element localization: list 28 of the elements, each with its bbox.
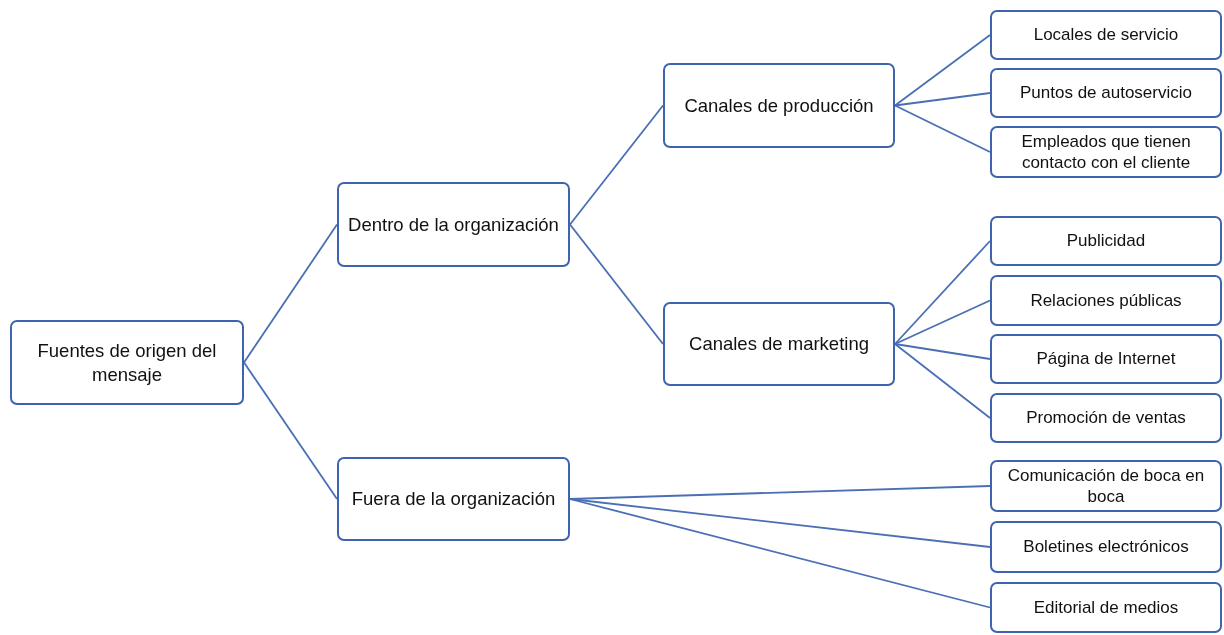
node-label: Fuentes de origen del mensaje	[36, 339, 218, 386]
connector-line	[243, 223, 338, 364]
connector-line	[894, 92, 991, 107]
connector-line	[569, 104, 664, 226]
connector-line	[894, 240, 991, 345]
node-label: Página de Internet	[1036, 348, 1176, 370]
node-label: Promoción de ventas	[1026, 407, 1186, 429]
connector-line	[894, 343, 991, 419]
connector-line	[569, 223, 664, 345]
connector-line	[894, 104, 991, 153]
node-label: Fuera de la organización	[351, 487, 556, 511]
node-label: Canales de marketing	[689, 332, 869, 356]
node-label: Editorial de medios	[1033, 596, 1179, 619]
node-label: Puntos de autoservicio	[1020, 82, 1192, 104]
node-label: Publicidad	[1066, 230, 1146, 252]
connector-line	[894, 34, 991, 107]
connector-line	[243, 361, 338, 500]
connector-line	[894, 299, 991, 345]
node-label: Comunicación de boca en boca	[1006, 464, 1206, 508]
node-label: Empleados que tienen contacto con el cliente	[1020, 130, 1192, 174]
node-label: Relaciones públicas	[1030, 289, 1182, 312]
node-label: Canales de producción	[684, 93, 874, 118]
connector-line	[569, 498, 991, 609]
node-label: Dentro de la organización	[348, 212, 559, 237]
node-label: Locales de servicio	[1033, 24, 1179, 46]
node-label: Boletines electrónicos	[1023, 536, 1189, 558]
connector-line	[894, 343, 991, 360]
connector-line	[569, 498, 991, 548]
